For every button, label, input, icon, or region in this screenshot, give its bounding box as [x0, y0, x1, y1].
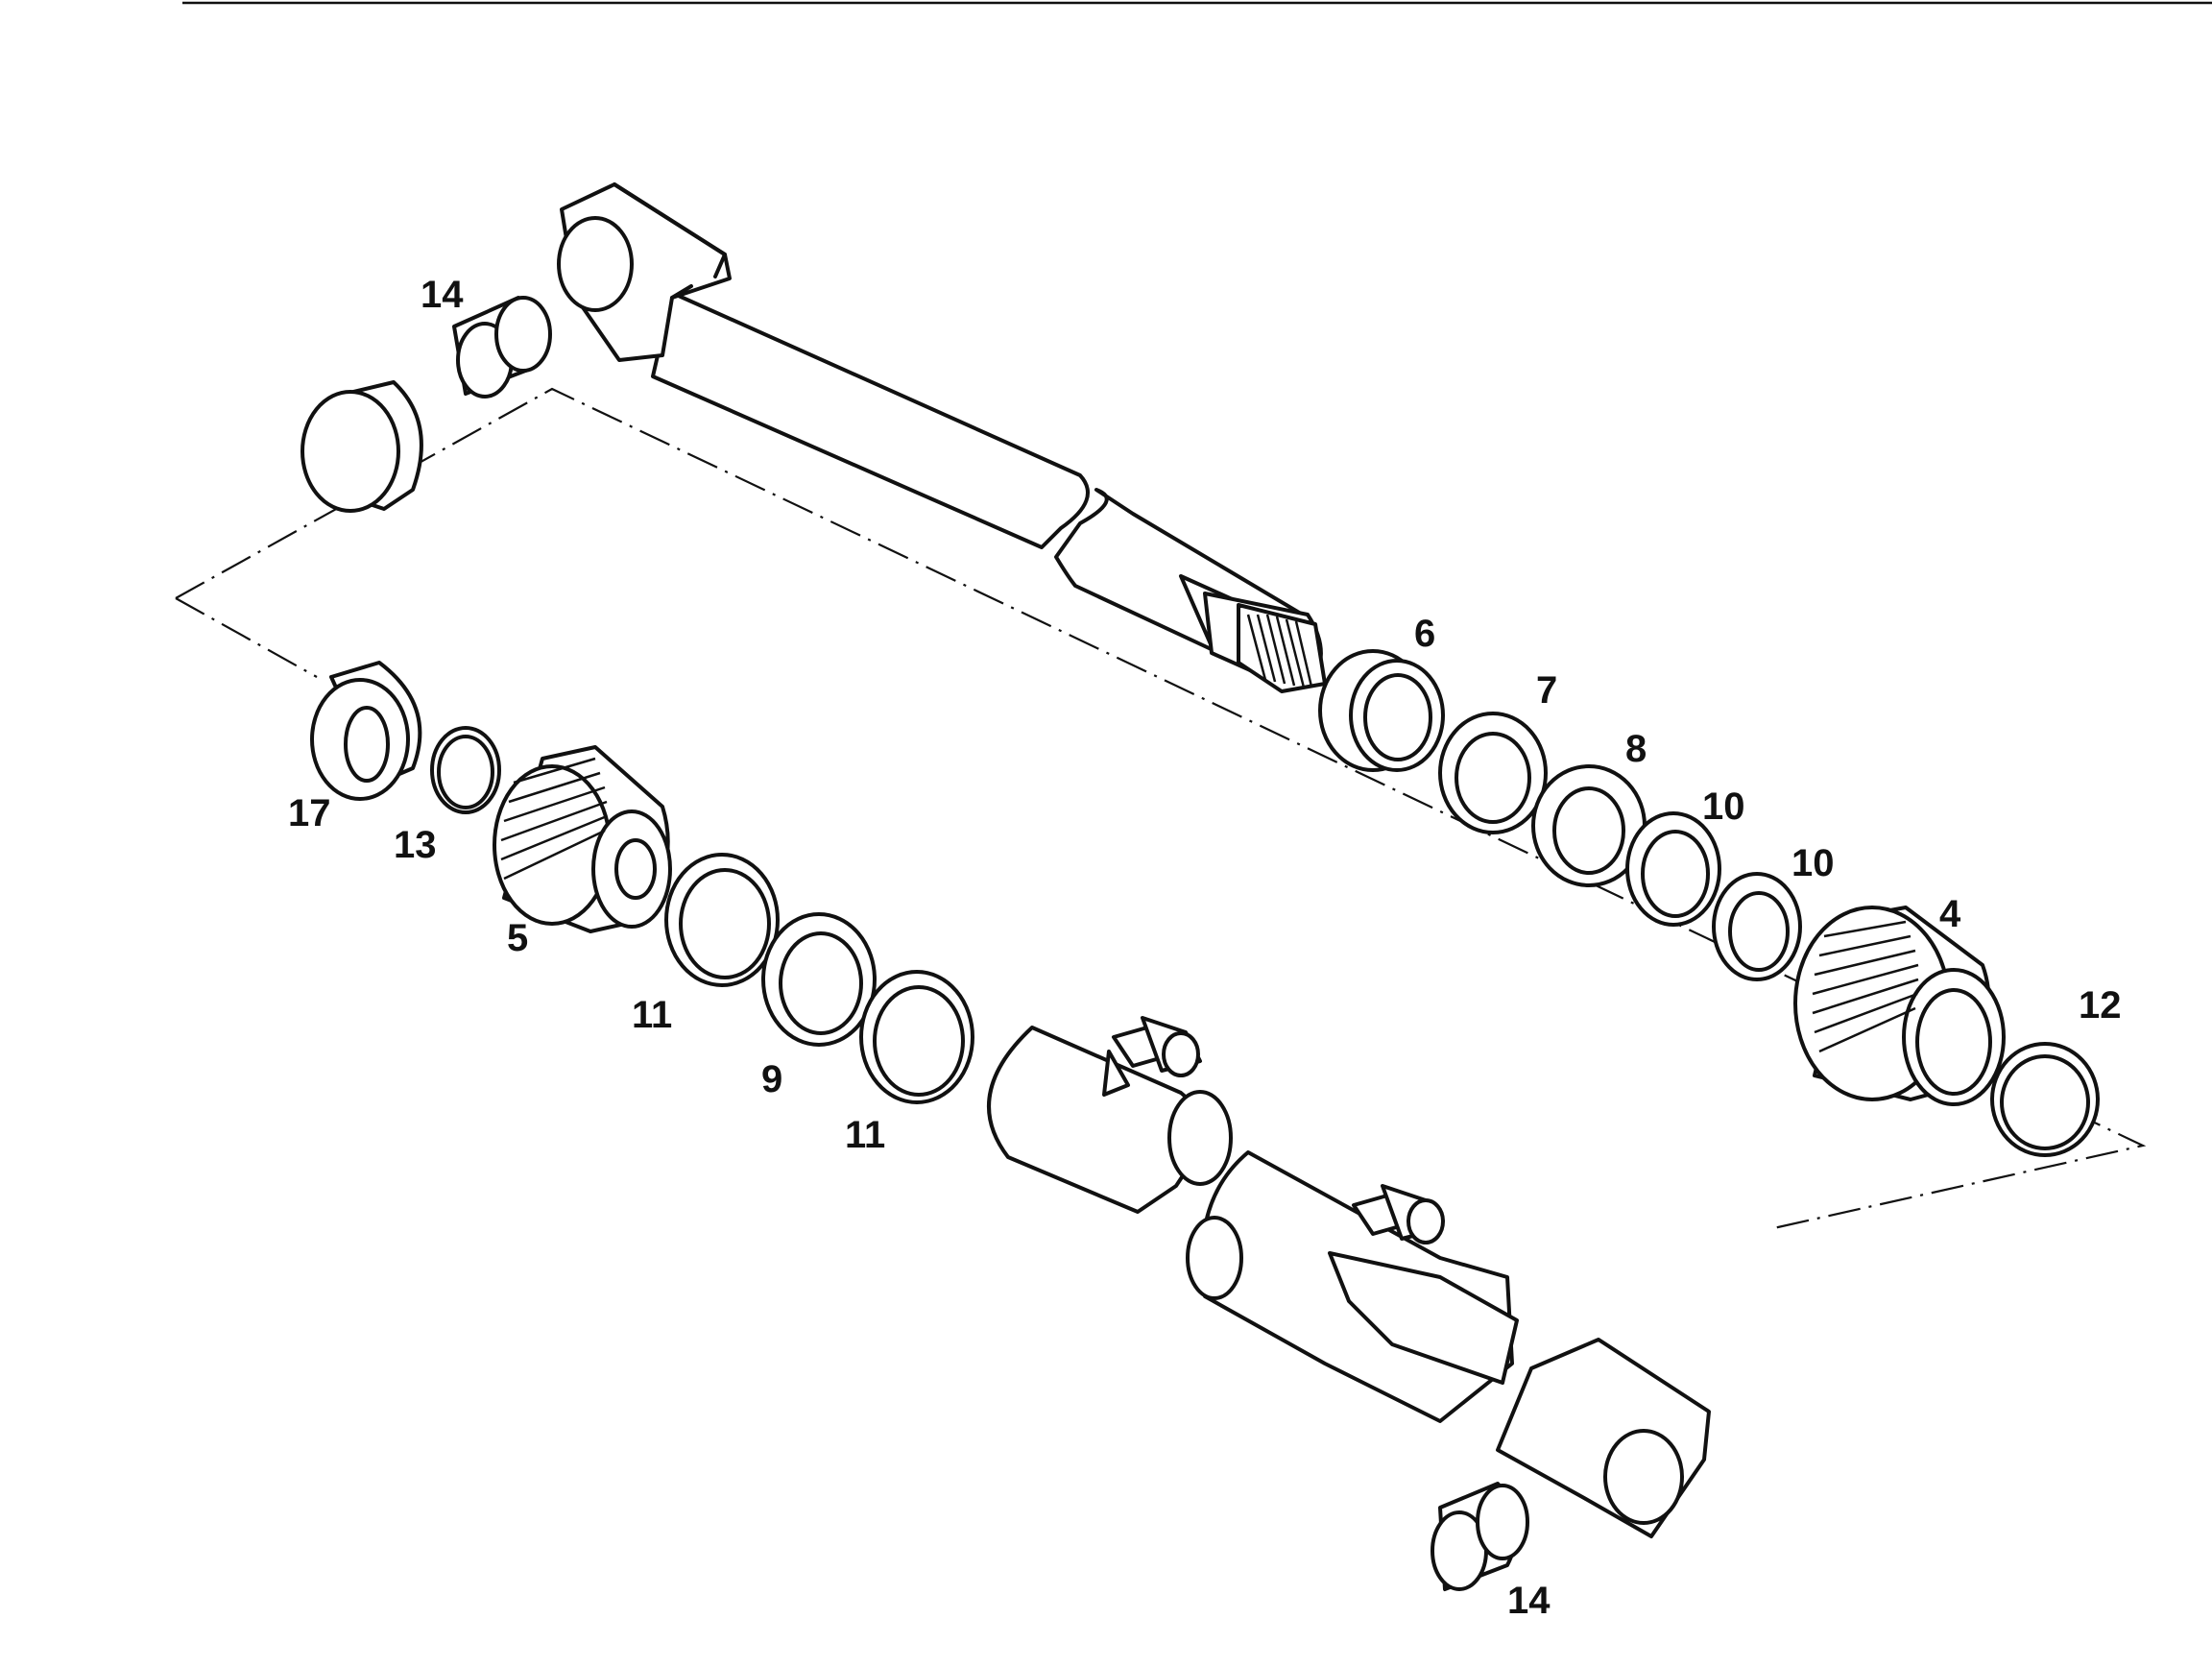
rear-clevis-eye [1496, 1338, 1711, 1538]
seal-11a [664, 853, 780, 987]
cylinder-barrel-rear [1186, 1150, 1519, 1423]
piston-5 [493, 745, 672, 933]
callout-17: 17 [288, 792, 331, 834]
snap-ring-12 [1990, 1042, 2100, 1157]
callout-14-top: 14 [421, 274, 464, 316]
seal-7 [1438, 712, 1548, 834]
callout-5: 5 [507, 917, 528, 959]
piston-rod [557, 182, 1327, 693]
bushing-14-top [452, 296, 552, 399]
seal-6 [1318, 649, 1445, 772]
seal-9 [761, 912, 877, 1047]
ring-13 [430, 726, 501, 814]
ring-10a [1625, 811, 1721, 927]
callout-13: 13 [394, 824, 437, 866]
ring-10b [1712, 872, 1802, 981]
callout-9: 9 [761, 1058, 782, 1100]
wiper-17-body [310, 661, 422, 801]
callout-8: 8 [1625, 728, 1647, 770]
callout-4: 4 [1939, 893, 1961, 935]
callout-11b: 11 [845, 1114, 885, 1156]
seal-8 [1531, 764, 1647, 887]
callout-12: 12 [2079, 984, 2122, 1027]
callout-7: 7 [1536, 669, 1557, 712]
wiper-17 [301, 380, 423, 513]
gland-4 [1793, 906, 2006, 1106]
seal-11b [859, 970, 974, 1104]
cylinder-barrel-front [987, 1016, 1233, 1214]
callout-11a: 11 [632, 994, 672, 1036]
callout-10a: 10 [1702, 785, 1745, 828]
bushing-14-bottom [1431, 1482, 1529, 1591]
callout-6: 6 [1414, 613, 1435, 655]
callout-10b: 10 [1791, 842, 1835, 884]
callout-14-bottom: 14 [1507, 1580, 1551, 1622]
